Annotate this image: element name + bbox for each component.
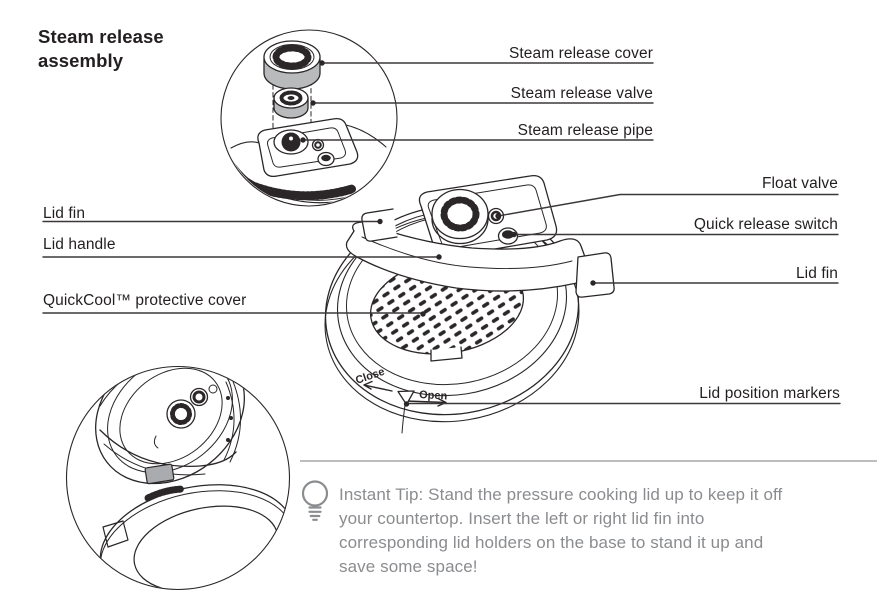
page-title: Steam release assembly [38, 26, 164, 71]
lid-top-drawing [222, 117, 396, 204]
callout-lid-fin-left: Lid fin [43, 205, 86, 222]
tip-divider [300, 460, 877, 462]
lid-fin-in-holder-drawing [144, 463, 175, 485]
lightbulb-icon [301, 480, 329, 521]
exploded-view-inset [220, 29, 398, 207]
steam-release-cover-drawing [263, 40, 321, 90]
pressure-lid-drawing: Close Open [324, 175, 615, 434]
tip-text: Instant Tip: Stand the pressure cooking … [339, 485, 783, 576]
callout-float-valve: Float valve [761, 175, 838, 192]
close-marker-text: Close [354, 366, 386, 387]
control-panel-drawing [418, 175, 558, 258]
steam-release-pipe-drawing [273, 129, 309, 155]
callout-steam-release-cover: Steam release cover [508, 45, 653, 62]
callout-lid-handle: Lid handle [43, 236, 116, 253]
lid-fin-left-drawing [361, 208, 398, 242]
callout-quickcool-cover: QuickCool™ protective cover [43, 292, 247, 309]
close-arrow-icon [363, 380, 393, 392]
callout-steam-release-pipe: Steam release pipe [517, 122, 653, 139]
lid-fin-right-drawing [575, 252, 615, 298]
cooker-base-drawing [99, 484, 289, 589]
callout-lid-position-markers: Lid position markers [699, 385, 840, 402]
steam-release-dial-drawing [431, 188, 489, 245]
callout-lid-fin-right: Lid fin [795, 265, 838, 282]
callout-quick-release-switch: Quick release switch [693, 216, 838, 233]
quick-release-switch-drawing [497, 227, 519, 245]
callout-leader-lines [42, 62, 841, 405]
lid-holder-slot-serration [144, 485, 186, 502]
lid-position-markers-drawing: Close Open [354, 366, 448, 434]
lid-standing-inset [65, 365, 291, 591]
standing-lid-drawing [95, 367, 245, 485]
callout-steam-release-valve: Steam release valve [510, 85, 653, 102]
position-pointer-triangle [397, 390, 415, 406]
steam-release-valve-drawing [273, 87, 309, 119]
callout-anchor-dots [300, 60, 596, 407]
assembly-guide-dashed-lines [272, 49, 312, 135]
